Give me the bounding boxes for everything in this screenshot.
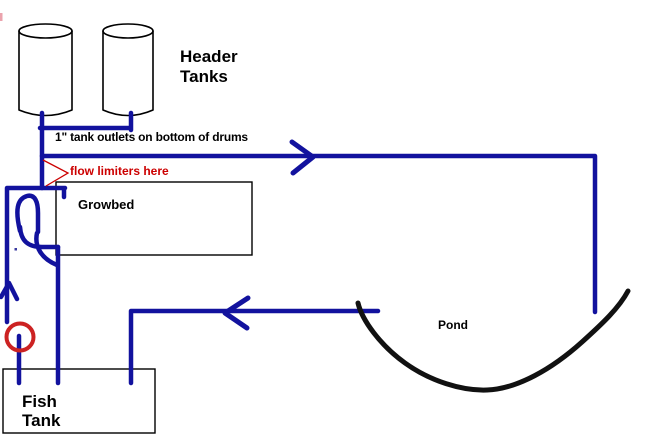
stray-mark <box>0 13 3 21</box>
fish-tank-box <box>2 368 156 434</box>
flow-left-arrow-icon <box>222 295 251 331</box>
growbed-feed-pipe <box>4 185 68 325</box>
pond-label: Pond <box>438 318 468 332</box>
outline-shapes <box>2 23 253 434</box>
flow-limiters-note: flow limiters here <box>70 164 169 178</box>
pump-circle-icon <box>4 321 36 353</box>
header-drum-right <box>102 23 154 117</box>
pond-return-pipe <box>128 308 381 386</box>
growbed-label: Growbed <box>78 197 135 212</box>
header-drum-left <box>18 23 73 117</box>
tank-outlets-note: 1" tank outlets on bottom of drums <box>55 130 248 144</box>
flow-up-arrow-icon <box>0 280 20 302</box>
main-supply-pipe <box>39 153 598 315</box>
flow-limiter-pointer-icon <box>42 159 70 187</box>
stray-mark <box>14 248 17 251</box>
growbed-drain-loop <box>15 193 61 268</box>
pond-curve <box>355 288 631 393</box>
flow-right-arrow-icon <box>289 139 316 176</box>
drum-outlet-pipes <box>37 110 134 191</box>
pipe-network <box>0 110 598 386</box>
header-tanks-label: Header Tanks <box>180 47 238 86</box>
fish-tank-label: Fish Tank <box>22 392 61 430</box>
growbed-box <box>55 181 253 256</box>
